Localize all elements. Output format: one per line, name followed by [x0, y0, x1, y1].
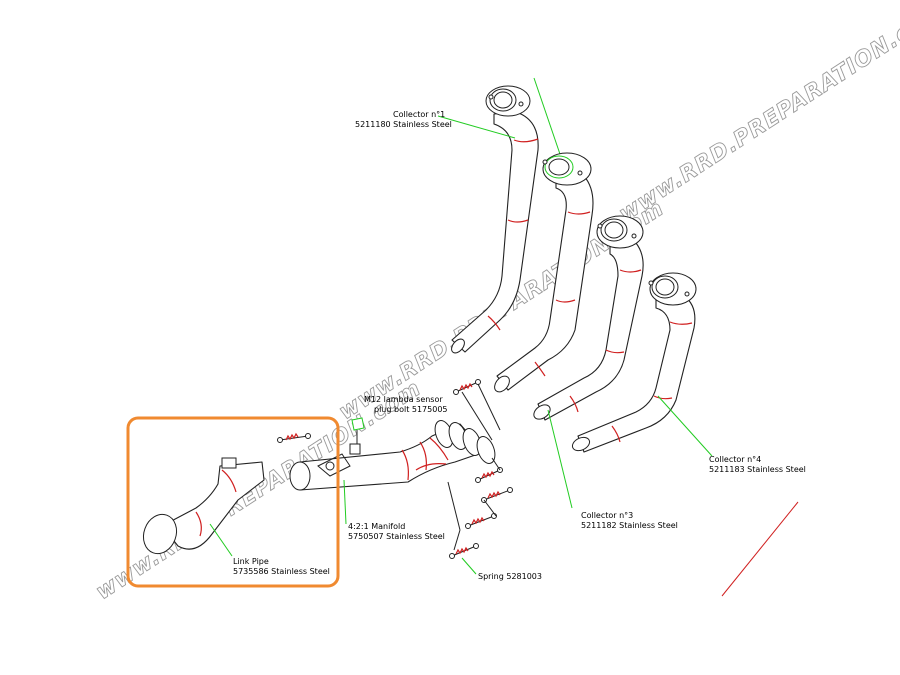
spring-4 — [481, 487, 513, 503]
collector-3 — [533, 215, 644, 421]
collector-1 — [451, 85, 539, 354]
collector-1-ref: 5211180 Stainless Steel — [355, 120, 452, 129]
collector-4 — [571, 272, 697, 453]
link-pipe-ref: 5735586 Stainless Steel — [233, 567, 330, 576]
watermark-top: www.RRD.PREPARATION.com — [615, 0, 900, 227]
spring-group — [277, 379, 513, 559]
spring-label: Spring 5281003 — [478, 572, 542, 581]
manifold — [289, 420, 496, 491]
spring-3 — [475, 467, 503, 483]
collector-2 — [494, 152, 594, 393]
collector-4-ref: 5211183 Stainless Steel — [709, 465, 806, 474]
red-guide-line — [721, 501, 799, 597]
collector-3-ref: 5211182 Stainless Steel — [581, 521, 678, 530]
assembly-lines — [447, 383, 501, 551]
link-pipe — [142, 457, 265, 555]
labels: Collector n°1 5211180 Stainless Steel Co… — [233, 110, 806, 581]
green-guide-line — [533, 77, 563, 161]
lambda-bolt — [351, 417, 365, 444]
spring-2 — [277, 432, 311, 443]
collector-3-name: Collector n°3 — [581, 511, 633, 520]
leader-lines — [209, 115, 713, 575]
spring-5 — [465, 513, 497, 529]
manifold-ref: 5750507 Stainless Steel — [348, 532, 445, 541]
collector-4-name: Collector n°4 — [709, 455, 761, 464]
link-pipe-name: Link Pipe — [233, 557, 269, 566]
collector-1-name: Collector n°1 — [393, 110, 445, 119]
spring-6 — [449, 543, 479, 559]
lambda-ref: plug bolt 5175005 — [374, 405, 448, 414]
spring-1 — [453, 379, 481, 395]
highlight-box — [126, 416, 340, 588]
manifold-name: 4:2:1 Manifold — [348, 522, 405, 531]
lambda-name: M12 lambda sensor — [364, 395, 443, 404]
